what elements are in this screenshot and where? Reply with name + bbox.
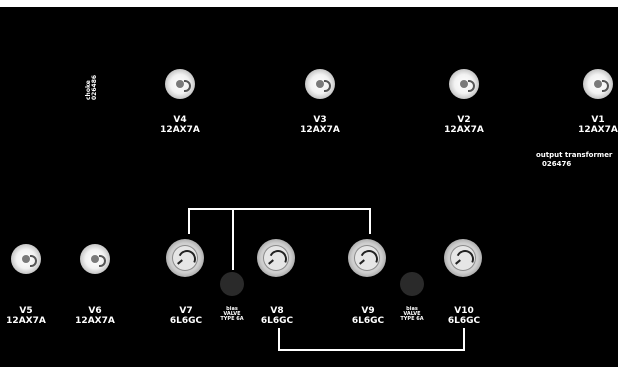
top-bus-wire: [188, 208, 371, 234]
tube-socket-v6: [80, 244, 110, 274]
tube-socket-v8: [257, 239, 295, 277]
bottom-bus-wire: [278, 328, 465, 351]
tube-chassis-panel: [0, 7, 618, 367]
tube-socket-v3: [305, 69, 335, 99]
output-transformer-label: output transformer 026476: [536, 151, 613, 168]
tube-socket-v1: [583, 69, 613, 99]
bias-capacitor-2: [400, 272, 424, 296]
tube-socket-v10: [444, 239, 482, 277]
tube-socket-v7: [166, 239, 204, 277]
tube-socket-v4: [165, 69, 195, 99]
tube-socket-v9: [348, 239, 386, 277]
bias-capacitor-1: [220, 272, 244, 296]
tube-socket-v5: [11, 244, 41, 274]
tube-socket-v2: [449, 69, 479, 99]
